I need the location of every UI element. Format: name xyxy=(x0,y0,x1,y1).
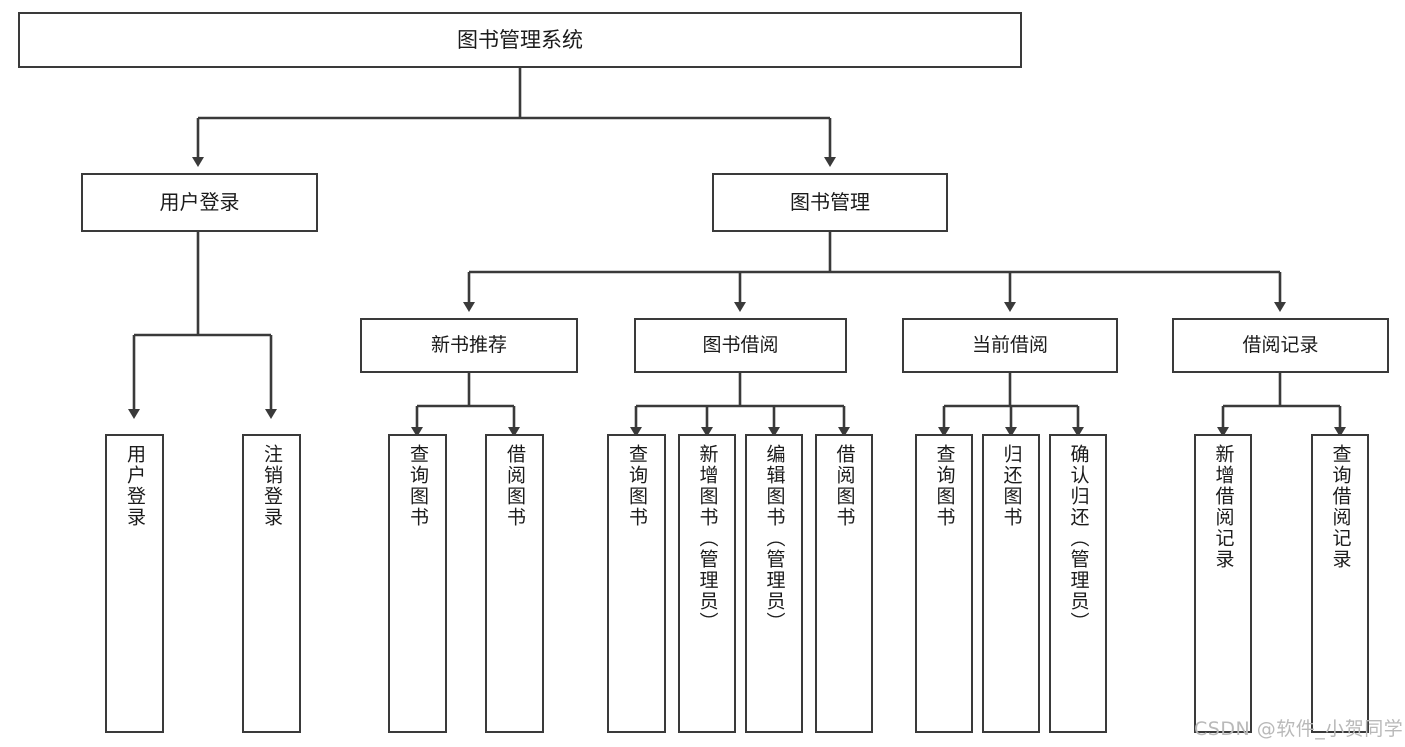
node-leaf-query-record-label: 查询借阅记录 xyxy=(1329,444,1352,570)
node-borrow-record[interactable]: 借阅记录 xyxy=(1172,318,1389,373)
node-borrow-record-label: 借阅记录 xyxy=(1242,333,1319,356)
node-leaf-user-login[interactable]: 用户登录 xyxy=(105,434,164,733)
node-leaf-confirm-return-label: 确认归还（管理员） xyxy=(1067,444,1090,633)
node-leaf-edit-book[interactable]: 编辑图书（管理员） xyxy=(745,434,803,733)
node-current-borrow-label: 当前借阅 xyxy=(971,333,1048,356)
node-leaf-add-book[interactable]: 新增图书（管理员） xyxy=(678,434,736,733)
node-leaf-query-book-2-label: 查询图书 xyxy=(626,444,648,528)
node-current-borrow[interactable]: 当前借阅 xyxy=(902,318,1118,373)
node-new-book-recommend[interactable]: 新书推荐 xyxy=(360,318,578,373)
node-leaf-return-book[interactable]: 归还图书 xyxy=(982,434,1040,733)
node-leaf-user-login-label: 用户登录 xyxy=(124,444,146,528)
node-leaf-borrow-book-2[interactable]: 借阅图书 xyxy=(815,434,873,733)
node-book-borrow[interactable]: 图书借阅 xyxy=(634,318,847,373)
node-leaf-confirm-return[interactable]: 确认归还（管理员） xyxy=(1049,434,1107,733)
node-user-login[interactable]: 用户登录 xyxy=(81,173,318,232)
node-leaf-user-logout-label: 注销登录 xyxy=(261,444,283,528)
node-new-book-recommend-label: 新书推荐 xyxy=(430,333,507,356)
node-leaf-edit-book-label: 编辑图书（管理员） xyxy=(763,444,786,633)
node-leaf-query-book-3-label: 查询图书 xyxy=(933,444,956,528)
node-leaf-add-record-label: 新增借阅记录 xyxy=(1212,444,1235,570)
node-leaf-return-book-label: 归还图书 xyxy=(1000,444,1023,528)
node-leaf-user-logout[interactable]: 注销登录 xyxy=(242,434,301,733)
node-leaf-add-record[interactable]: 新增借阅记录 xyxy=(1194,434,1252,733)
node-leaf-borrow-book-2-label: 借阅图书 xyxy=(833,444,856,528)
node-book-borrow-label: 图书借阅 xyxy=(702,333,779,356)
node-root-label: 图书管理系统 xyxy=(457,27,583,52)
node-leaf-query-record[interactable]: 查询借阅记录 xyxy=(1311,434,1369,733)
node-root[interactable]: 图书管理系统 xyxy=(18,12,1022,68)
node-leaf-query-book-1[interactable]: 查询图书 xyxy=(388,434,447,733)
node-leaf-borrow-book-1[interactable]: 借阅图书 xyxy=(485,434,544,733)
watermark: CSDN @软件_小贺同学 xyxy=(1194,718,1404,740)
node-leaf-query-book-1-label: 查询图书 xyxy=(407,444,429,528)
node-user-login-label: 用户登录 xyxy=(159,190,240,214)
node-book-manage[interactable]: 图书管理 xyxy=(712,173,948,232)
node-leaf-borrow-book-1-label: 借阅图书 xyxy=(504,444,526,528)
node-leaf-query-book-3[interactable]: 查询图书 xyxy=(915,434,973,733)
node-leaf-add-book-label: 新增图书（管理员） xyxy=(696,444,719,633)
node-leaf-query-book-2[interactable]: 查询图书 xyxy=(607,434,666,733)
node-book-manage-label: 图书管理 xyxy=(790,190,870,214)
